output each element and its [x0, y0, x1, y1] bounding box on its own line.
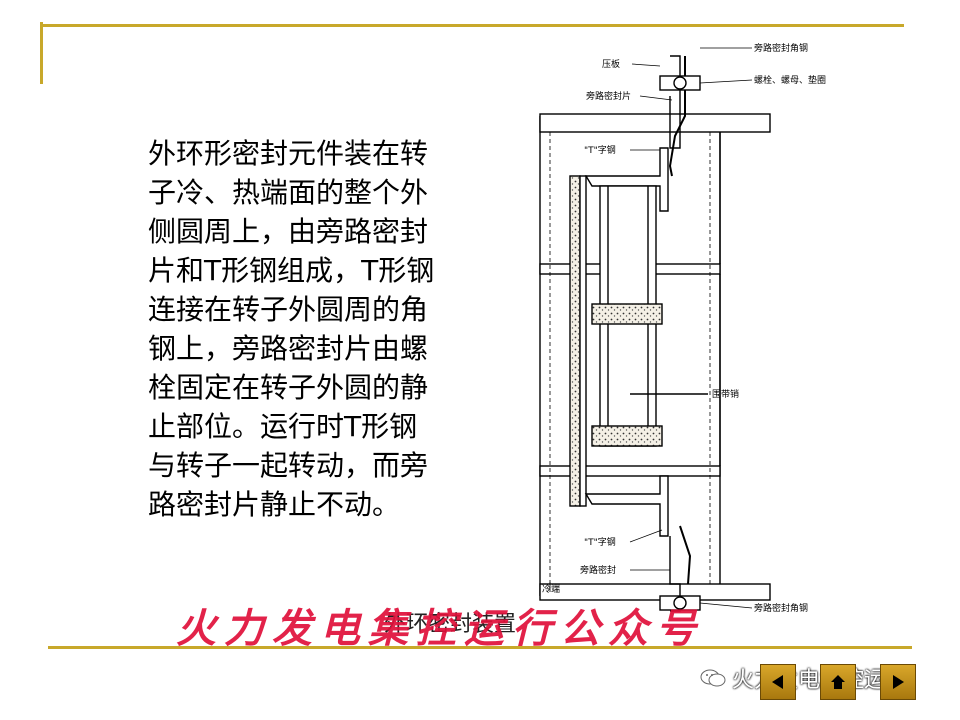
- label-cold-end: 冷端: [542, 583, 560, 595]
- text-line: 止部位。运行时T形钢: [148, 410, 418, 443]
- seal-diagram: 旁路密封角钢 压板 螺栓、螺母、垫圈 旁路密封片 "T"字钢 围带销 "T"字钢…: [539, 42, 826, 614]
- label-top-angle: 旁路密封角钢: [754, 42, 808, 54]
- nav-home-button[interactable]: [820, 664, 856, 700]
- text-line: 钢上，旁路密封片由螺: [148, 332, 429, 365]
- frame-bottom-line: [48, 646, 912, 649]
- text-line: 路密封片静止不动。: [148, 488, 401, 521]
- nav-prev-button[interactable]: [760, 664, 796, 700]
- label-bypass-seal: 旁路密封: [580, 564, 616, 576]
- label-t-steel-bottom: "T"字钢: [584, 536, 616, 548]
- frame-left-line: [40, 22, 43, 84]
- label-pin: 围带销: [712, 388, 739, 400]
- text-line: 片和T形钢组成，T形钢: [148, 254, 435, 287]
- home-icon: [831, 675, 845, 689]
- watermark-text: 火力发电集控运行公众号: [176, 605, 704, 652]
- label-bypass-piece: 旁路密封片: [586, 90, 631, 102]
- text-line: 与转子一起转动，而旁: [148, 449, 429, 482]
- triangle-left-icon: [772, 675, 783, 689]
- wechat-icon: [700, 669, 726, 687]
- label-press-plate: 压板: [602, 58, 620, 70]
- text-line: 子冷、热端面的整个外: [148, 176, 429, 209]
- description-text: 外环形密封元件装在转 子冷、热端面的整个外 侧圆周上，由旁路密封 片和T形钢组成…: [148, 134, 492, 524]
- label-t-steel-top: "T"字钢: [584, 144, 616, 156]
- nav-next-button[interactable]: [880, 664, 916, 700]
- text-line: 侧圆周上，由旁路密封: [148, 215, 429, 248]
- figure-caption: 外环密封装置: [384, 612, 517, 637]
- triangle-right-icon: [893, 675, 904, 689]
- wechat-account: 火力发电集控运行: [700, 662, 908, 694]
- text-line: 外环形密封元件装在转: [148, 137, 429, 170]
- label-bottom-angle: 旁路密封角钢: [754, 602, 808, 614]
- text-line: 栓固定在转子外圆的静: [148, 371, 429, 404]
- frame-top-line: [40, 24, 904, 27]
- label-bolt: 螺栓、螺母、垫圈: [754, 74, 826, 86]
- text-line: 连接在转子外圆周的角: [148, 293, 429, 326]
